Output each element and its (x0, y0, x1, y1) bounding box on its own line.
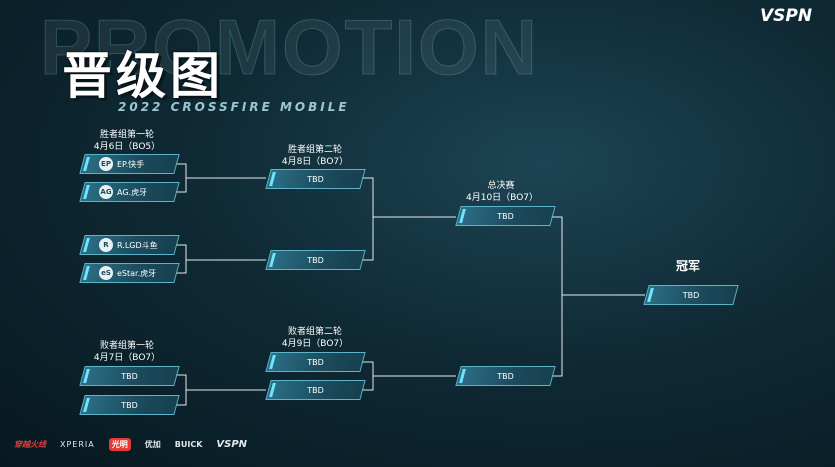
sponsor-bar: 穿越火线 XPERIA 光明 优加 BUICK VSPN (14, 438, 344, 451)
losers-r2-name: 败者组第二轮 (287, 327, 342, 337)
sponsor-xperia: XPERIA (60, 440, 95, 449)
final-name: 总决赛 (487, 181, 515, 191)
slot-text: TBD (682, 290, 700, 300)
losers-r1-name: 败者组第一轮 (99, 341, 154, 351)
rlgd-logo-icon: R (99, 238, 113, 252)
winners-r1-label: 胜者组第一轮 4月6日（BO5） (92, 129, 162, 153)
losers-r1-slot-1[interactable]: TBD (79, 366, 180, 386)
losers-r2-slot-2[interactable]: TBD (265, 380, 366, 400)
slot-text: TBD (497, 371, 514, 381)
team-name: R.LGD斗鱼 (117, 240, 158, 250)
ep-logo-icon: EP (99, 157, 113, 171)
team-slot-ag[interactable]: AG AG.虎牙 (79, 182, 180, 202)
champion-label: 冠军 (676, 259, 701, 273)
team-slot-estar[interactable]: eS eStar.虎牙 (79, 263, 180, 283)
sponsor-cf: 穿越火线 (14, 440, 46, 449)
slot-text: TBD (307, 174, 324, 184)
page-title: 晋级图 (62, 47, 224, 105)
page-subtitle: 2022 CROSSFIRE MOBILE (118, 100, 350, 114)
background-word: PROMOTION (40, 3, 539, 92)
final-label: 总决赛 4月10日（BO7） (466, 180, 539, 204)
sponsor-guangming: 光明 (108, 438, 131, 451)
losers-final-slot[interactable]: TBD (455, 366, 556, 386)
losers-r1-label: 败者组第一轮 4月7日（BO7） (92, 340, 162, 364)
team-name: eStar.虎牙 (117, 268, 157, 278)
slot-text: TBD (121, 400, 138, 410)
estar-logo-icon: eS (99, 266, 113, 280)
slot-text: TBD (307, 255, 324, 265)
winners-r2-label: 胜者组第二轮 4月8日（BO7） (280, 144, 350, 168)
team-name: EP.快手 (117, 159, 145, 169)
winners-r2-slot-1[interactable]: TBD (265, 169, 366, 189)
winners-r2-name: 胜者组第二轮 (287, 145, 342, 155)
team-name: AG.虎牙 (117, 187, 148, 197)
losers-r2-label: 败者组第二轮 4月9日（BO7） (280, 326, 350, 350)
team-slot-rlgd[interactable]: R R.LGD斗鱼 (79, 235, 180, 255)
slot-text: TBD (307, 357, 324, 367)
final-slot[interactable]: TBD (455, 206, 556, 226)
winners-r1-date: 4月6日（BO5） (93, 142, 161, 152)
slot-text: TBD (497, 211, 514, 221)
slot-text: TBD (121, 371, 138, 381)
winners-r2-date: 4月8日（BO7） (281, 157, 349, 167)
losers-r1-date: 4月7日（BO7） (93, 353, 161, 363)
final-date: 4月10日（BO7） (466, 193, 539, 203)
ag-logo-icon: AG (99, 185, 113, 199)
losers-r2-slot-1[interactable]: TBD (265, 352, 366, 372)
team-slot-ep[interactable]: EP EP.快手 (79, 154, 180, 174)
champion-slot[interactable]: TBD (643, 285, 739, 305)
slot-text: TBD (307, 385, 324, 395)
winners-r1-name: 胜者组第一轮 (99, 130, 154, 140)
sponsor-vspn: VSPN (216, 439, 248, 450)
sponsor-youjia: 优加 (144, 440, 161, 449)
winners-r2-slot-2[interactable]: TBD (265, 250, 366, 270)
vspn-logo: VSPN (760, 6, 813, 26)
sponsor-buick: BUICK (174, 440, 203, 449)
losers-r1-slot-2[interactable]: TBD (79, 395, 180, 415)
losers-r2-date: 4月9日（BO7） (281, 339, 349, 349)
